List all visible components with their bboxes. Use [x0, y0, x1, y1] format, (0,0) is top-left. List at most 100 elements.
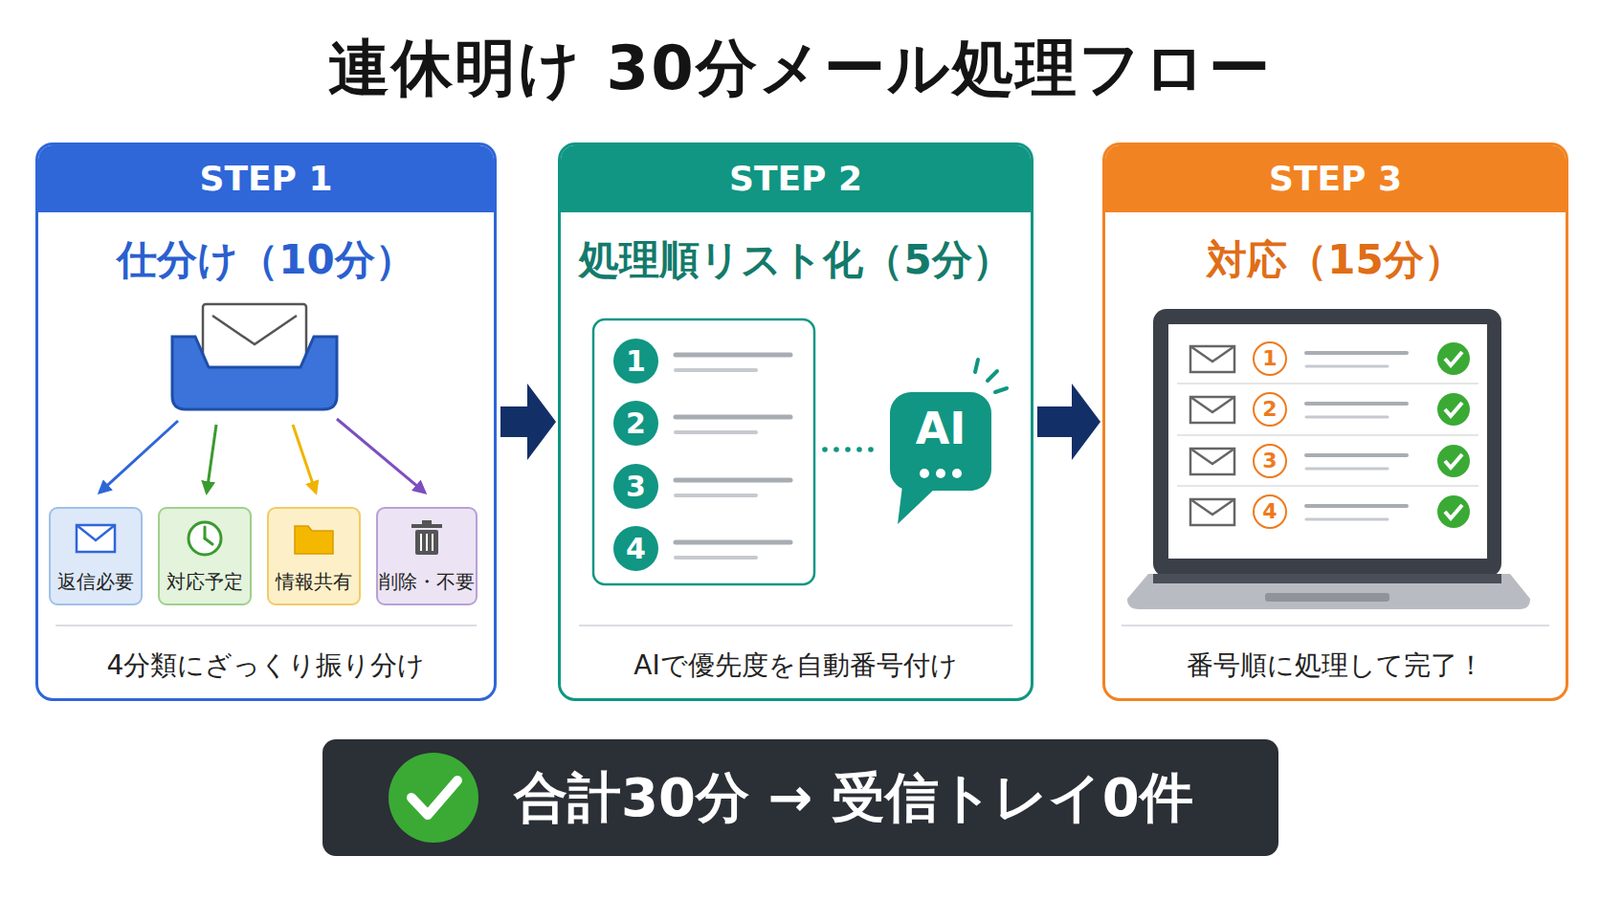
step-box: STEP 3対応（15分）番号順に処理して完了！1234	[1102, 142, 1569, 702]
priority-list-panel	[675, 368, 756, 373]
priority-number-text: 4	[613, 526, 659, 572]
priority-number: 4	[613, 526, 659, 572]
step-box: STEP 1 仕分け（10分） 4分類にざっくり振り分け 返信必要対応予定情報共有削除…	[35, 142, 497, 702]
step-box: STEP 2処理順リスト化（5分）AIで優先度を自動番号付け1234AI	[557, 142, 1034, 702]
step-heading: 対応（15分）	[1105, 233, 1566, 288]
priority-number: 3	[613, 464, 659, 510]
step-separator	[55, 624, 477, 627]
mail-row-envelope	[1190, 346, 1235, 362]
done-check	[1444, 402, 1463, 417]
category-icon	[431, 533, 434, 552]
step-heading: 仕分け（10分）	[38, 233, 494, 288]
total-check	[411, 780, 458, 816]
priority-list-panel	[675, 555, 756, 560]
mail-row-envelope	[1190, 397, 1235, 413]
category-icon	[422, 520, 432, 525]
priority-list-panel	[593, 319, 815, 585]
priority-list-panel	[675, 540, 791, 546]
step-note: AIで優先度を自動番号付け	[560, 646, 1031, 686]
dotted-link	[867, 446, 874, 453]
done-check	[1437, 444, 1470, 478]
mail-row-line	[1306, 518, 1388, 522]
step-note: 4分類にざっくり振り分け	[38, 646, 494, 686]
mail-row-envelope	[1190, 346, 1235, 373]
priority-number-text: 3	[613, 464, 659, 510]
mail-row-line	[1306, 351, 1407, 356]
inbox-icon	[172, 304, 337, 410]
sparkle	[975, 359, 1007, 393]
done-check	[1437, 342, 1470, 376]
category-icon	[203, 527, 207, 539]
flow-arrow	[500, 383, 556, 461]
mail-row-line	[1306, 401, 1407, 406]
category-label: 削除・不要	[377, 569, 476, 595]
bubble-dots	[919, 468, 962, 479]
mail-row-envelope	[1190, 397, 1235, 423]
dotted-link	[822, 446, 828, 453]
inbox-icon	[212, 315, 297, 345]
priority-list-panel	[675, 353, 791, 358]
laptop-icon	[1168, 324, 1488, 559]
step-separator	[55, 624, 1550, 627]
category-icon	[411, 524, 443, 529]
done-check	[1444, 352, 1463, 366]
dotted-link	[833, 446, 840, 453]
priority-list-panel	[593, 319, 815, 585]
done-check	[1444, 505, 1463, 519]
laptop-icon	[1153, 574, 1502, 584]
category-icon	[204, 538, 213, 545]
sparkle	[995, 388, 1007, 393]
priority-list-panel	[675, 355, 791, 558]
category-icon	[425, 533, 428, 552]
bubble-dots	[952, 468, 962, 479]
category-label: 対応予定	[159, 569, 250, 595]
mail-row-envelope	[1190, 499, 1235, 526]
order-number: 1	[1252, 341, 1288, 377]
sparkle	[987, 371, 998, 381]
inbox-icon	[202, 304, 307, 374]
category-icon	[294, 526, 334, 555]
flow-arrow	[1037, 383, 1101, 461]
sort-arrow	[206, 424, 217, 493]
sort-arrow	[292, 424, 316, 493]
mail-row-envelope	[1190, 499, 1235, 515]
dotted-link	[856, 446, 863, 453]
priority-list-panel	[675, 478, 791, 484]
sparkle	[975, 359, 978, 373]
done-check	[1437, 495, 1470, 529]
step-note: 番号順に処理して完了！	[1105, 646, 1566, 686]
order-number-text: 3	[1254, 445, 1286, 476]
category-icon	[76, 525, 115, 541]
step-heading: 処理順リスト化（5分）	[560, 233, 1031, 288]
priority-number: 2	[613, 400, 659, 446]
order-number-text: 4	[1254, 496, 1286, 527]
order-number: 2	[1252, 392, 1288, 427]
priority-number: 1	[613, 338, 659, 384]
category-label: 返信必要	[50, 569, 141, 595]
sort-arrow	[336, 419, 425, 493]
mail-row-line	[1306, 365, 1388, 369]
order-number-text: 1	[1254, 343, 1286, 374]
category-icon	[420, 533, 423, 552]
mail-row-line	[1306, 453, 1407, 458]
step-header: STEP 1	[38, 145, 494, 213]
inbox-icon	[172, 336, 337, 410]
category-box: 情報共有	[266, 507, 361, 606]
bubble-dots	[919, 468, 930, 479]
diagram-title: 連休明け 30分メール処理フロー	[0, 24, 1600, 112]
order-number: 4	[1252, 494, 1288, 530]
total-check	[388, 753, 479, 844]
priority-number-text: 1	[613, 338, 659, 384]
done-check	[1437, 342, 1470, 529]
laptop-icon	[1265, 593, 1390, 602]
ai-label: AI	[889, 392, 992, 454]
row-separator	[1177, 485, 1479, 488]
mail-row-line	[1306, 353, 1407, 520]
step-separator	[1121, 624, 1550, 627]
row-separator	[1177, 383, 1479, 487]
mail-row-envelope	[1190, 448, 1235, 475]
mail-row-line	[1306, 467, 1388, 471]
order-number: 3	[1252, 444, 1288, 479]
